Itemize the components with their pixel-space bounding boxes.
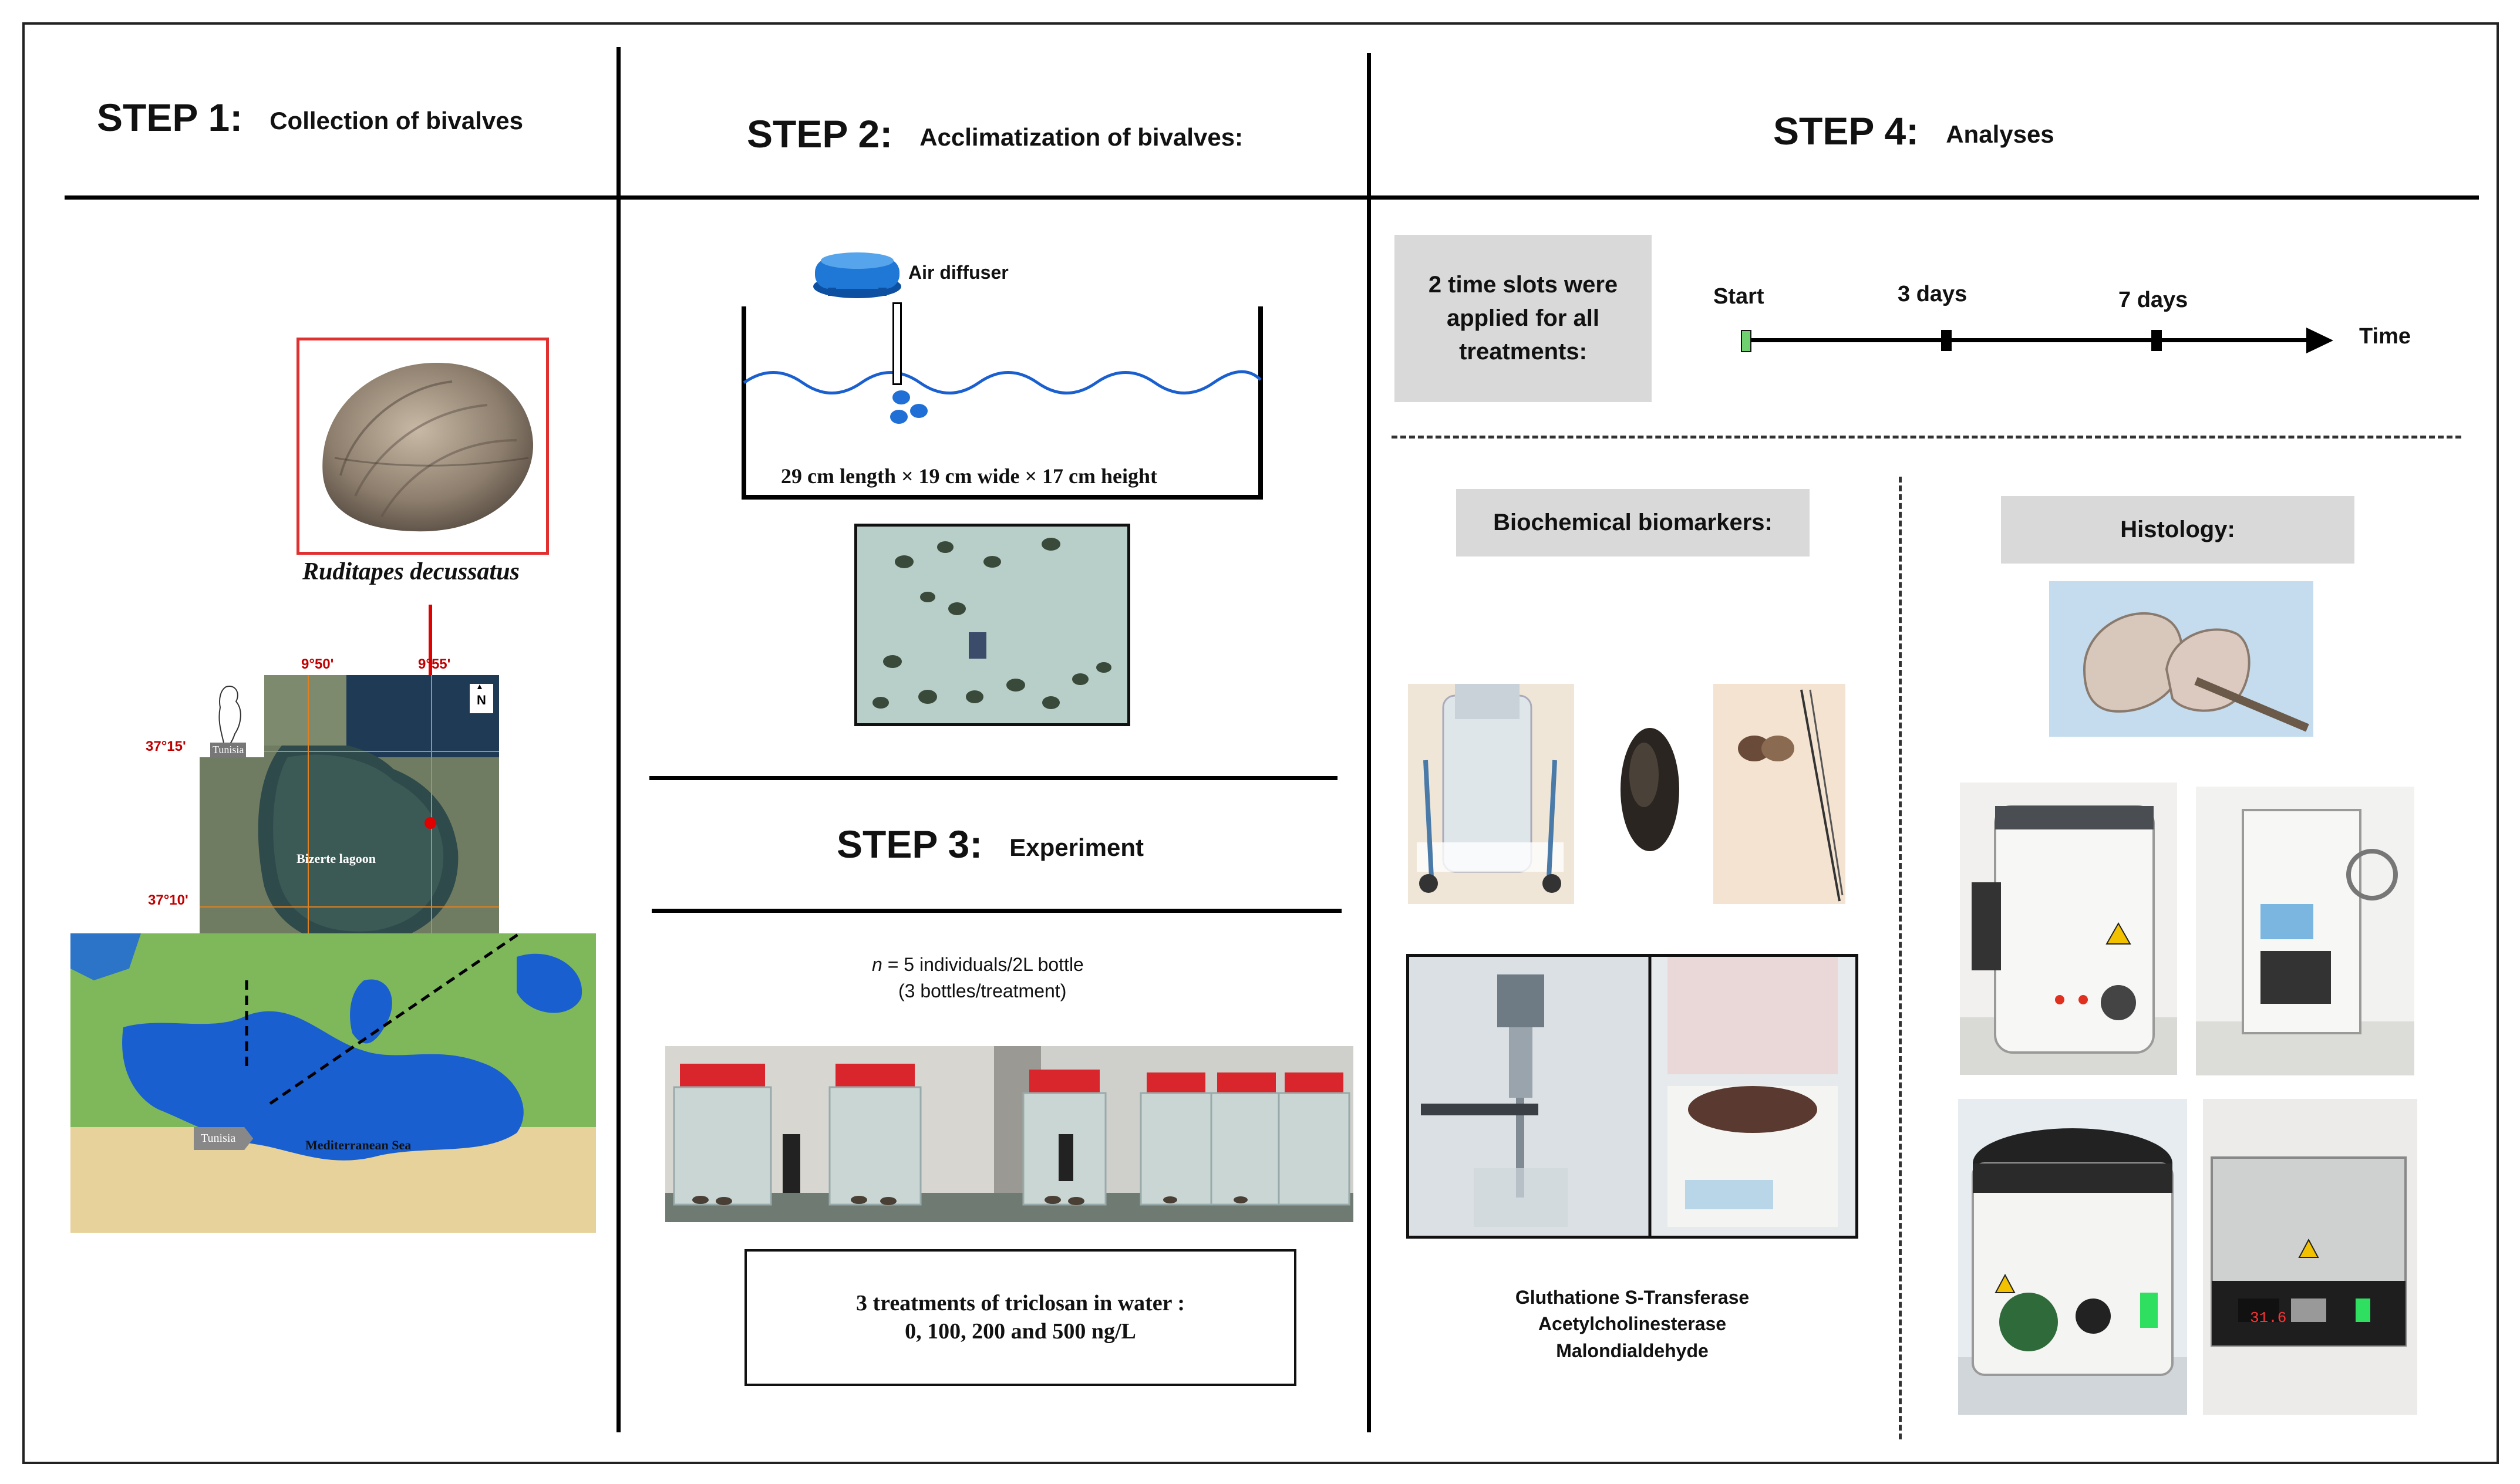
experiment-bottles-photo	[665, 1046, 1353, 1222]
analyses-dashed-rule	[1392, 436, 2461, 439]
warmer-display-readout: 31.6	[2250, 1309, 2287, 1327]
biochemical-title: Biochemical biomarkers:	[1493, 510, 1773, 536]
north-arrow-icon: ▲	[476, 682, 484, 691]
step2-title: STEP 2:	[747, 112, 893, 156]
aquarium-tank	[741, 306, 1264, 500]
lat-label-2: 37°10'	[148, 892, 188, 908]
step4-header: STEP 4: Analyses	[1773, 109, 2054, 153]
timeline-axis	[1744, 338, 2313, 342]
species-name: Ruditapes decussatus	[302, 558, 520, 585]
histology-title: Histology:	[2120, 517, 2235, 543]
air-bubble	[892, 390, 910, 404]
dissection-tools-photo	[1408, 684, 1574, 904]
air-diffuser-pump	[810, 245, 904, 301]
paraffin-bath-photo	[1960, 783, 2177, 1075]
country-arrow: Tunisia	[194, 1127, 254, 1150]
satellite-map: Tunisia ▲ N Bizerte lagoon 1	[200, 675, 499, 974]
shell-photo-frame	[297, 338, 549, 555]
air-diffuser-label: Air diffuser	[908, 262, 1009, 283]
clams-in-tank-photo	[854, 524, 1130, 726]
analyses-dashed-divider	[1899, 477, 1902, 1439]
divider-step1-step2	[616, 47, 621, 1432]
bottles-per-treatment: (3 bottles/treatment)	[898, 980, 1067, 1001]
time-slots-box: 2 time slots were applied for all treatm…	[1394, 235, 1652, 402]
day7-marker	[2151, 330, 2162, 351]
clam-dissection-photo	[2049, 581, 2313, 737]
north-label: N	[477, 693, 486, 707]
air-bubble	[910, 404, 928, 418]
individuals-text: = 5 individuals/2L bottle	[882, 954, 1084, 975]
step2-header: STEP 2: Acclimatization of bivalves:	[747, 112, 1243, 156]
step1-title: STEP 1:	[97, 96, 243, 139]
air-pump-icon	[813, 252, 901, 298]
slide-warmer-photo	[2203, 1099, 2417, 1415]
air-tube	[892, 302, 902, 385]
timeline-start-label: Start	[1713, 284, 1764, 309]
sea-label: Mediterranean Sea	[305, 1138, 412, 1152]
tank-diagram	[742, 306, 1263, 500]
n-symbol: n	[872, 954, 882, 975]
microtome-photo	[2196, 787, 2414, 1075]
inset-country-label: Tunisia	[210, 743, 247, 757]
step2-label: Acclimatization of bivalves:	[919, 123, 1244, 151]
figure-frame	[22, 22, 2499, 1464]
lat-label-1: 37°15'	[146, 738, 186, 754]
biomarker-mda: Malondialdehyde	[1556, 1340, 1709, 1361]
lon-label-1: 9°50'	[301, 656, 334, 672]
homogenizer-centrifuge-photo	[1406, 954, 1858, 1239]
step3-label: Experiment	[1009, 833, 1144, 861]
timeline-3days-label: 3 days	[1898, 282, 1968, 306]
start-marker	[1741, 330, 1751, 352]
whole-clam-photo	[1606, 716, 1694, 863]
treatments-box: 3 treatments of triclosan in water : 0, …	[744, 1249, 1296, 1386]
biochemical-title-box: Biochemical biomarkers:	[1456, 489, 1810, 556]
step4-label: Analyses	[1946, 120, 2054, 148]
header-rule	[65, 195, 2479, 200]
step3-title: STEP 3:	[837, 822, 983, 866]
day3-marker	[1941, 330, 1952, 351]
step3-header: STEP 3: Experiment	[837, 822, 1144, 866]
individuals-per-bottle: n = 5 individuals/2L bottle	[872, 954, 1084, 976]
timeline	[1738, 317, 2343, 364]
water-bath-photo	[1958, 1099, 2187, 1415]
map-marker	[425, 817, 436, 829]
treatments-line2: 0, 100, 200 and 500 ng/L	[905, 1318, 1136, 1344]
timeline-arrowhead	[2306, 328, 2333, 353]
satellite-lagoon-image	[200, 675, 499, 974]
air-bubble	[890, 410, 908, 424]
biomarker-ache: Acetylcholinesterase	[1538, 1313, 1727, 1335]
timeline-time-label: Time	[2359, 324, 2411, 349]
mediterranean-sea-image	[70, 933, 596, 1233]
clam-shell-image	[322, 362, 534, 532]
histology-title-box: Histology:	[2001, 496, 2354, 564]
timeline-7days-label: 7 days	[2118, 288, 2188, 312]
lagoon-label: Bizerte lagoon	[297, 851, 376, 866]
treatments-line1: 3 treatments of triclosan in water :	[855, 1291, 1185, 1316]
biomarker-gst: Gluthatione S-Transferase	[1515, 1287, 1750, 1308]
tank-dimensions: 29 cm length × 19 cm wide × 17 cm height	[781, 464, 1157, 488]
step1-label: Collection of bivalves	[269, 106, 523, 134]
opened-clam-photo	[1713, 684, 1845, 904]
divider-step2-step4	[1367, 53, 1371, 1432]
step3-bottom-rule	[652, 909, 1342, 913]
lon-label-2: 9°55'	[418, 656, 451, 672]
step3-top-rule	[649, 776, 1338, 780]
step1-header: STEP 1: Collection of bivalves	[97, 95, 523, 140]
time-slots-text: 2 time slots were applied for all treatm…	[1428, 272, 1618, 365]
step4-title: STEP 4:	[1773, 109, 1919, 153]
biomarker-list: Gluthatione S-Transferase Acetylcholines…	[1406, 1284, 1858, 1364]
mediterranean-map: Tunisia Mediterranean Sea	[70, 933, 596, 1233]
